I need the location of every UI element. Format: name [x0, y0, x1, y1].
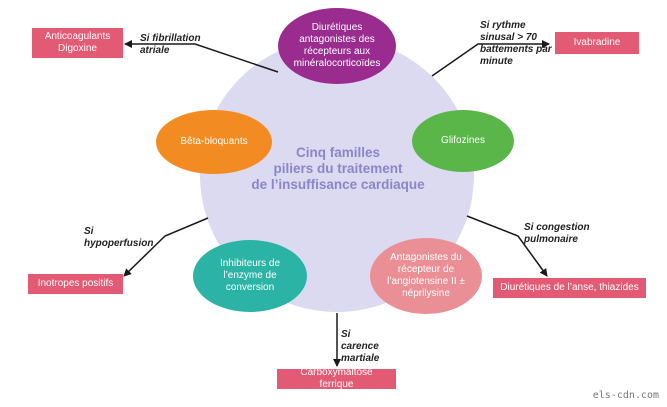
condition-congestion-label: Si congestion pulmonaire [524, 222, 590, 245]
box-ivabradine: Ivabradine [555, 32, 639, 54]
box-diuretiques-anse: Diurétiques de l’anse, thiazides [493, 278, 646, 298]
center-title-line-3: de l’insuffisance cardiaque [251, 177, 425, 192]
family-glifozines-label: Glifozines [441, 135, 485, 146]
arrow-congestion [466, 215, 548, 277]
condition-fibrillation: Si fibrillation atriale [140, 33, 202, 57]
center-title: Cinq familles piliers du traitement de l… [238, 145, 438, 193]
arrow-hypoperfusion [123, 217, 209, 277]
family-glifozines: Glifozines [412, 110, 514, 172]
box-carboxymaltose: Carboxymaltose ferrique [277, 367, 396, 390]
family-iec-label: Inhibiteurs de l’enzyme de conversion [219, 258, 281, 293]
credit-text: els-cdn.com [592, 390, 659, 401]
arrow-rythme [431, 40, 550, 77]
family-diuretiques-mra: Diurétiques antagonistes des récepteurs … [278, 8, 396, 84]
arrow-fibrillation [124, 40, 279, 73]
condition-carence-label: Si carence martiale [341, 329, 380, 364]
condition-carence: Si carence martiale [341, 329, 391, 365]
box-anticoagulants-label: Anticoagulants Digoxine [44, 31, 111, 54]
box-anticoagulants: Anticoagulants Digoxine [32, 28, 123, 58]
family-ara2-neprilysine: Antagonistes du récepteur de l’angiotens… [370, 238, 482, 314]
family-beta-bloquants-label: Bêta-bloquants [180, 136, 248, 147]
family-iec: Inhibiteurs de l’enzyme de conversion [193, 240, 307, 312]
condition-rythme: Si rythme sinusal > 70 battements par mi… [480, 20, 560, 68]
family-diuretiques-mra-label: Diurétiques antagonistes des récepteurs … [293, 22, 381, 69]
condition-rythme-label: Si rythme sinusal > 70 battements par mi… [480, 20, 552, 67]
center-title-line-1: Cinq familles [295, 145, 381, 160]
box-inotropes: Inotropes positifs [28, 274, 123, 294]
condition-congestion: Si congestion pulmonaire [524, 222, 590, 246]
box-diuretiques-anse-label: Diurétiques de l’anse, thiazides [500, 282, 639, 293]
condition-hypoperfusion-label: Si hypoperfusion [84, 226, 154, 249]
family-beta-bloquants: Bêta-bloquants [156, 110, 272, 174]
box-carboxymaltose-label: Carboxymaltose ferrique [300, 367, 373, 390]
family-ara2-neprilysine-label: Antagonistes du récepteur de l’angiotens… [387, 252, 465, 299]
condition-fibrillation-label: Si fibrillation atriale [140, 33, 201, 56]
box-ivabradine-label: Ivabradine [573, 37, 621, 48]
box-inotropes-label: Inotropes positifs [37, 278, 114, 289]
center-title-line-2: piliers du traitement [273, 161, 403, 176]
condition-hypoperfusion: Si hypoperfusion [84, 226, 164, 250]
